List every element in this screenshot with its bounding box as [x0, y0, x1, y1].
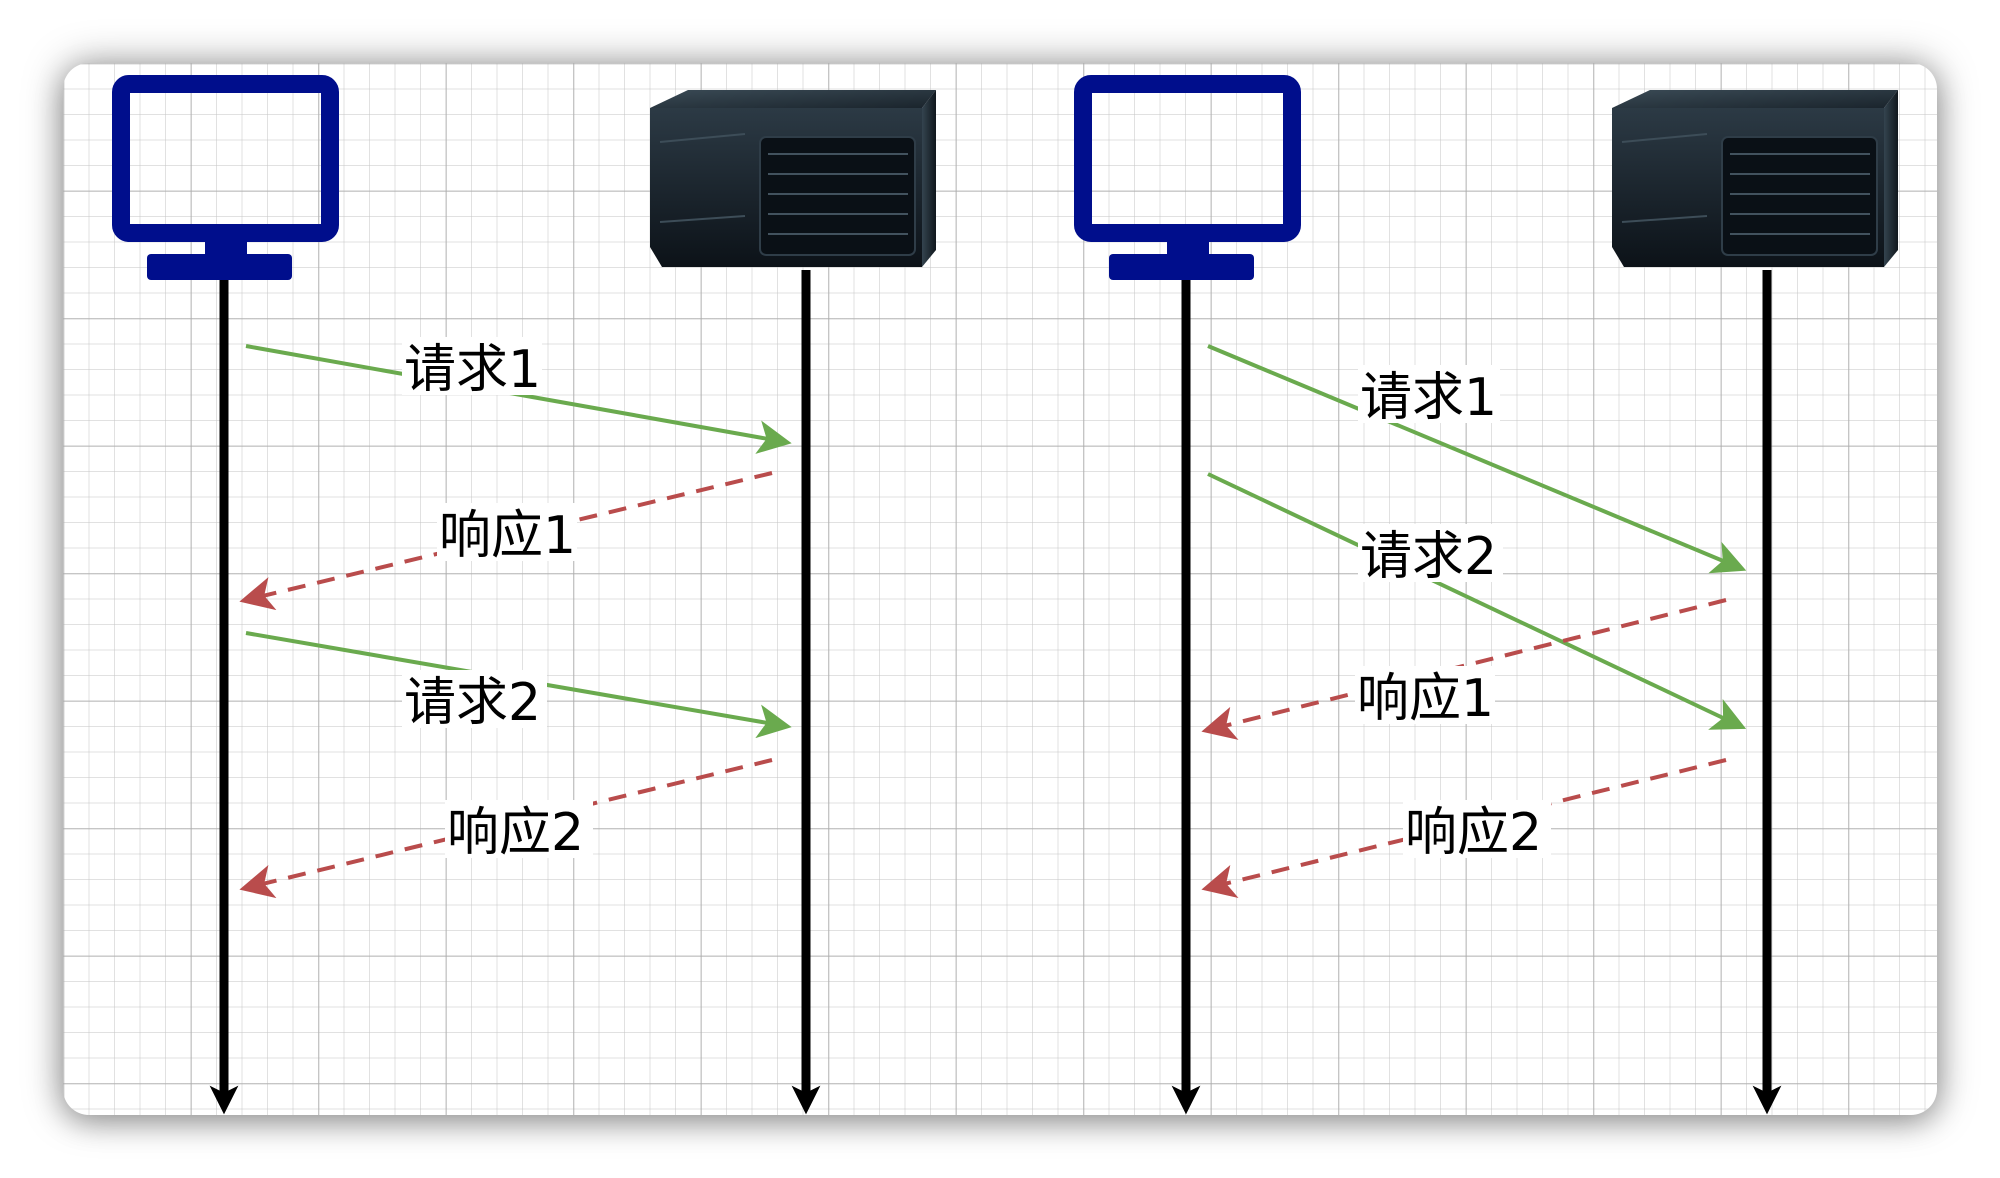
message-label: 请求2: [402, 670, 547, 733]
server-icon: [650, 90, 936, 267]
svg-text:请求1: 请求1: [1360, 368, 1497, 428]
request-2-arrow: [1207, 472, 1747, 730]
svg-text:响应1: 响应1: [439, 506, 576, 566]
svg-text:响应2: 响应2: [447, 803, 584, 863]
left-diagram: 请求1 响应1 请求2 响应2: [112, 75, 936, 1115]
message-label: 响应2: [445, 800, 593, 863]
message-label: 响应1: [1355, 666, 1495, 729]
svg-text:响应2: 响应2: [1405, 803, 1542, 863]
svg-text:响应1: 响应1: [1357, 669, 1494, 729]
monitor-icon: [1074, 75, 1301, 280]
message-label: 请求2: [1358, 524, 1503, 587]
right-diagram: 请求1 请求2 响应1 响应2: [1074, 75, 1898, 1115]
message-label: 响应2: [1403, 800, 1551, 863]
svg-text:请求2: 请求2: [404, 673, 541, 733]
svg-text:请求2: 请求2: [1360, 527, 1497, 587]
svg-text:请求1: 请求1: [404, 340, 541, 400]
message-label: 响应1: [437, 503, 577, 566]
request-1-arrow: [1207, 344, 1747, 574]
monitor-icon: [112, 75, 339, 280]
message-label: 请求1: [402, 337, 542, 400]
message-label: 请求1: [1358, 365, 1500, 428]
server-icon: [1612, 90, 1898, 267]
